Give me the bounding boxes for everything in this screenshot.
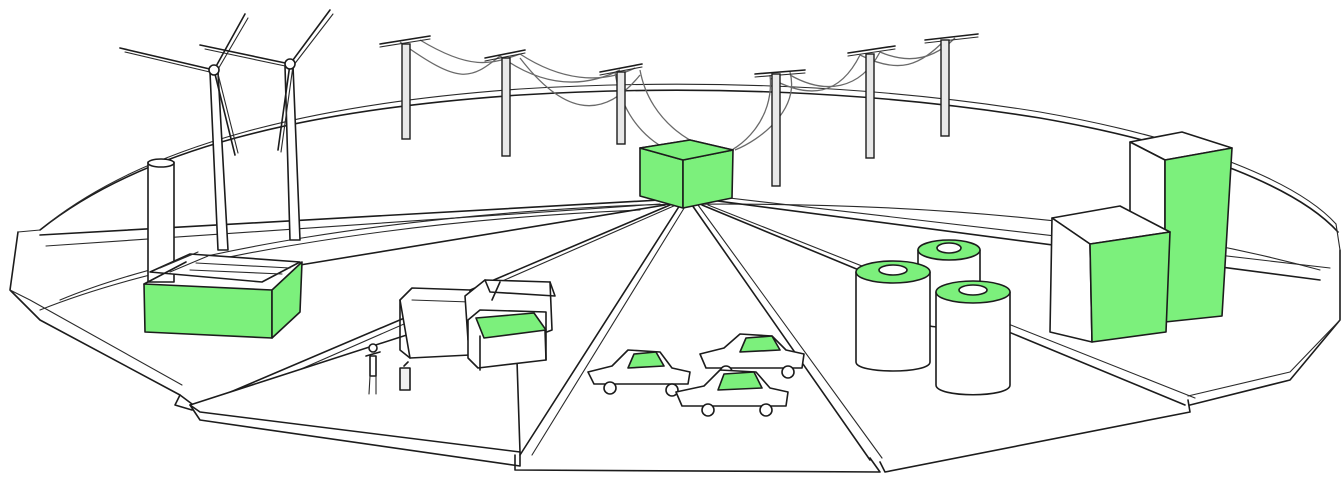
utility-pole-icon (925, 34, 978, 136)
house-icon (468, 310, 546, 370)
car-icon (676, 370, 788, 416)
tank-icon (856, 261, 930, 371)
utility-pole-icon (485, 50, 525, 156)
car-icon (588, 350, 690, 396)
hub-cube-icon (640, 140, 733, 208)
building-icon (1050, 206, 1170, 342)
house-icon (400, 288, 470, 358)
segment-slabs (175, 300, 1190, 472)
tank-icon (936, 281, 1010, 395)
utility-pole-icon (380, 36, 430, 139)
wind-turbine-icon (120, 14, 248, 250)
